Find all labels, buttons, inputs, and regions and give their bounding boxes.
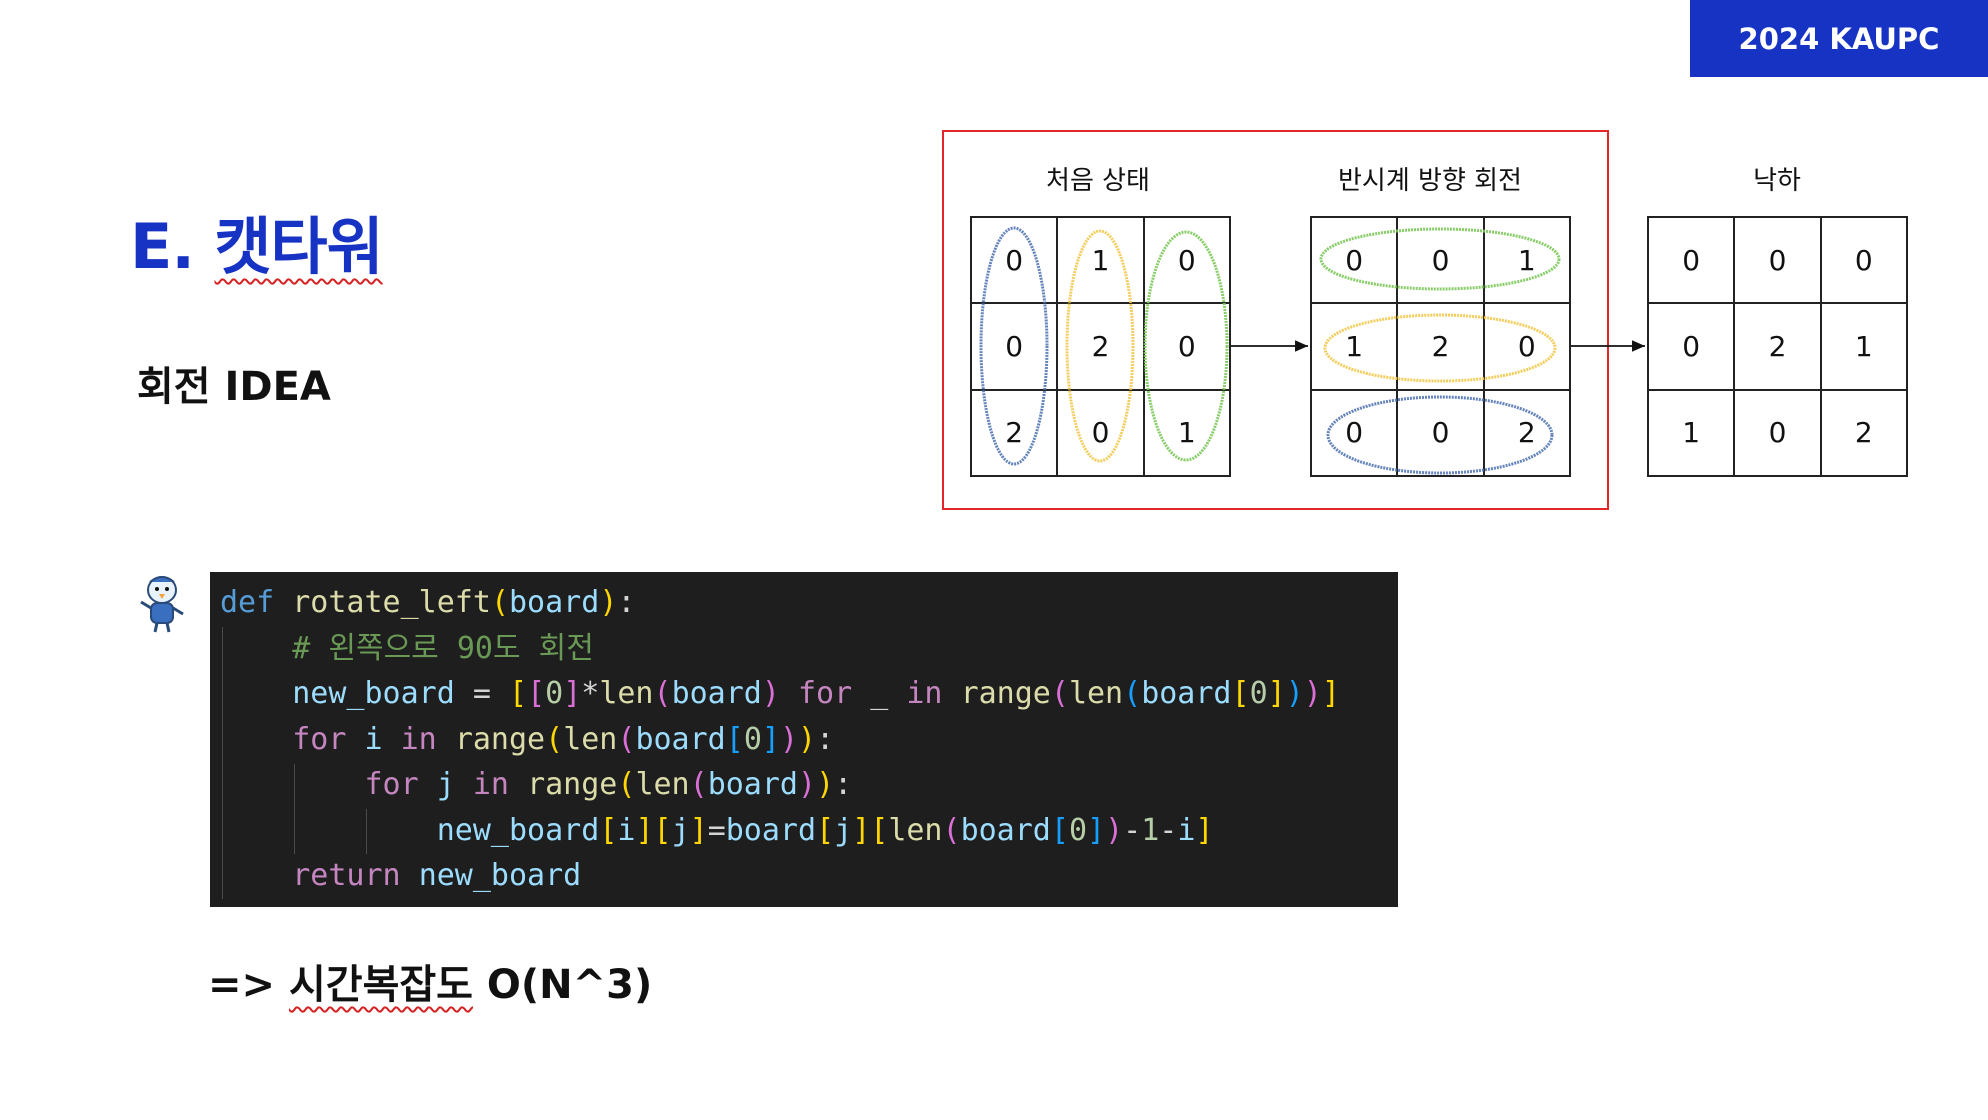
complexity-word: 시간복잡도 [288, 962, 473, 1008]
grid-cell: 0 [971, 217, 1058, 304]
grid-cell: 1 [1143, 389, 1230, 476]
grid-cell: 2 [1820, 389, 1907, 476]
grid-cell: 0 [1648, 217, 1735, 304]
complexity-value: O(N^3) [472, 962, 653, 1008]
grid-caption-rotated: 반시계 방향 회전 [1338, 166, 1522, 196]
grid-cell: 2 [971, 389, 1058, 476]
grid-cell: 0 [1734, 217, 1821, 304]
grid-cell: 1 [1648, 389, 1735, 476]
indent-guide [366, 809, 367, 854]
grid-cell: 2 [1483, 389, 1570, 476]
code-line: for i in range(len(board[0])): [292, 721, 835, 757]
grid-cell: 0 [1311, 217, 1398, 304]
code-line: new_board = [[0]*len(board) for _ in ran… [292, 676, 1340, 711]
code-line: for j in range(len(board)): [364, 767, 853, 802]
grid-cell: 0 [1143, 303, 1230, 390]
grid-cell: 0 [971, 303, 1058, 390]
grid-cell: 0 [1483, 303, 1570, 390]
grid-cell: 0 [1820, 217, 1907, 304]
complexity-arrow: => [208, 962, 289, 1008]
code-line: new_board[i][j]=board[j][len(board[0])-1… [436, 812, 1214, 848]
grid-cell: 2 [1734, 303, 1821, 390]
grid-cell: 0 [1397, 217, 1484, 304]
slide-subtitle: 회전 IDEA [137, 364, 331, 410]
grid-initial: 0 1 0 0 2 0 2 0 1 [970, 216, 1231, 477]
grid-cell: 0 [1648, 303, 1735, 390]
code-line: return new_board [292, 858, 582, 893]
grid-cell: 1 [1820, 303, 1907, 390]
grid-cell: 0 [1057, 389, 1144, 476]
event-badge: 2024 KAUPC [1690, 0, 1988, 77]
grid-cell: 2 [1397, 303, 1484, 390]
slide-title: E. 캣타워 [130, 196, 384, 286]
grid-fallen: 0 0 0 0 2 1 1 0 2 [1647, 216, 1908, 477]
grid-cell: 0 [1734, 389, 1821, 476]
code-block: def rotate_left(board): # 왼쪽으로 90도 회전 ne… [210, 572, 1398, 907]
title-word: 캣타워 [214, 210, 384, 283]
title-prefix: E. [130, 210, 215, 283]
indent-guide [294, 764, 295, 854]
grid-cell: 1 [1311, 303, 1398, 390]
rotation-highlight-frame [942, 130, 1609, 510]
grid-caption-initial: 처음 상태 [1046, 166, 1150, 196]
grid-caption-fallen: 낙하 [1753, 166, 1801, 196]
code-line: # 왼쪽으로 90도 회전 [292, 630, 594, 666]
code-line: def rotate_left(board): [220, 585, 636, 620]
grid-cell: 0 [1311, 389, 1398, 476]
grid-cell: 0 [1397, 389, 1484, 476]
grid-cell: 0 [1143, 217, 1230, 304]
grid-cell: 1 [1483, 217, 1570, 304]
grid-cell: 1 [1057, 217, 1144, 304]
complexity-statement: => 시간복잡도 O(N^3) [208, 952, 652, 1010]
mascot-icon [140, 576, 184, 633]
indent-guide [222, 627, 223, 899]
grid-rotated: 0 0 1 1 2 0 0 0 2 [1310, 216, 1571, 477]
grid-cell: 2 [1057, 303, 1144, 390]
